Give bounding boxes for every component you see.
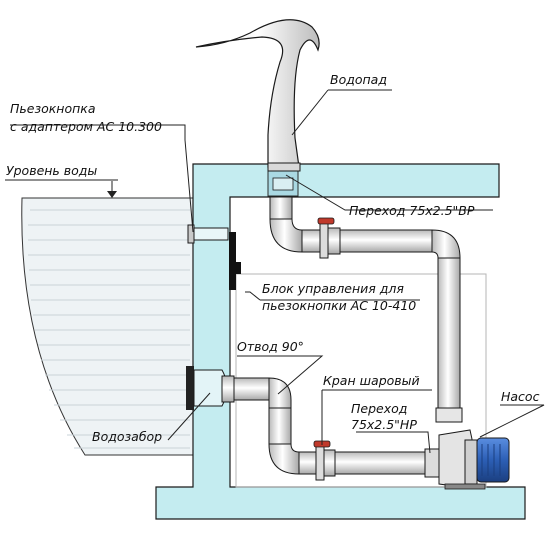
label-control-block-line2: пьезокнопки АС 10-410 bbox=[262, 298, 416, 313]
label-adapter-top: Переход 75x2.5"ВР bbox=[349, 203, 475, 218]
waterfall-spout bbox=[195, 19, 320, 172]
pump-outlet bbox=[435, 407, 463, 423]
pool-water bbox=[21, 197, 197, 456]
water-level-marker bbox=[5, 179, 118, 198]
piezo-button bbox=[187, 224, 229, 244]
label-ball-valve: Кран шаровый bbox=[323, 373, 420, 388]
label-pump: Насос bbox=[501, 389, 540, 404]
label-intake: Водозабор bbox=[92, 429, 162, 444]
label-adapter-bottom-line1: Переход bbox=[351, 401, 407, 416]
upper-ball-valve bbox=[317, 217, 335, 259]
pump bbox=[438, 429, 510, 490]
control-block bbox=[229, 232, 241, 290]
label-waterfall: Водопад bbox=[330, 72, 387, 87]
deck-fitting bbox=[267, 170, 299, 197]
label-adapter-bottom-line2: 75x2.5"HP bbox=[351, 417, 417, 432]
label-elbow: Отвод 90° bbox=[237, 339, 304, 354]
label-piezo-button-line1: Пьезокнопка bbox=[10, 101, 96, 116]
label-control-block-line1: Блок управления для bbox=[262, 281, 404, 296]
upper-pipe-run bbox=[269, 196, 461, 409]
pool-wall bbox=[155, 163, 526, 520]
leader-lines bbox=[10, 89, 545, 454]
label-piezo-button-line2: с адаптером АС 10.300 bbox=[10, 119, 162, 134]
intake-fitting bbox=[186, 366, 235, 410]
label-water-level: Уровень воды bbox=[6, 163, 97, 178]
